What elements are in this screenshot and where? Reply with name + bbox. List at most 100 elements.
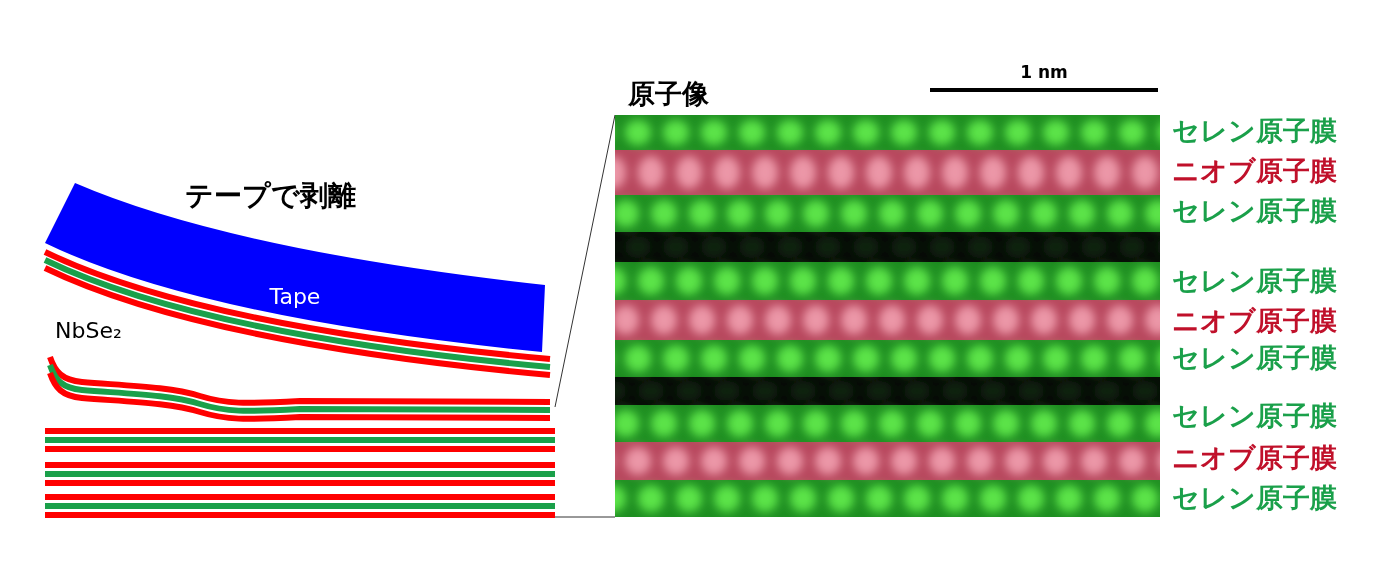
atom-column bbox=[1119, 236, 1145, 258]
atom-column bbox=[853, 447, 879, 474]
atom-column bbox=[625, 236, 651, 258]
atom-column bbox=[1081, 345, 1107, 372]
tape-label: Tape bbox=[270, 284, 321, 309]
atom-column bbox=[1157, 447, 1160, 474]
atom-column bbox=[676, 156, 702, 188]
atom-column bbox=[815, 447, 841, 474]
layer-label: セレン原子膜 bbox=[1172, 342, 1337, 373]
atom-column bbox=[615, 381, 626, 401]
atom-column bbox=[1132, 485, 1158, 512]
atom-column bbox=[967, 447, 993, 474]
atom-column bbox=[1107, 410, 1133, 437]
layer-label: ニオブ原子膜 bbox=[1172, 305, 1337, 336]
atom-column bbox=[1145, 306, 1160, 335]
atom-column bbox=[752, 381, 778, 401]
atom-column bbox=[651, 306, 677, 335]
atom-column bbox=[714, 267, 740, 294]
atom-column bbox=[1081, 236, 1107, 258]
atom-column bbox=[980, 156, 1006, 188]
atom-column bbox=[1157, 236, 1160, 258]
atom-column bbox=[853, 236, 879, 258]
atom-column bbox=[980, 485, 1006, 512]
atom-column bbox=[1056, 485, 1082, 512]
scale-bar bbox=[930, 88, 1158, 92]
atom-column bbox=[1005, 236, 1031, 258]
atom-column bbox=[841, 200, 867, 227]
atom-column bbox=[1094, 267, 1120, 294]
atom-column bbox=[676, 267, 702, 294]
atom-column bbox=[866, 267, 892, 294]
atom-column bbox=[891, 345, 917, 372]
atom-column bbox=[853, 120, 879, 145]
atom-column bbox=[689, 200, 715, 227]
atom-column bbox=[676, 485, 702, 512]
atom-column bbox=[942, 381, 968, 401]
atom-column bbox=[904, 156, 930, 188]
atom-column bbox=[701, 236, 727, 258]
atom-column bbox=[638, 156, 664, 188]
atom-column bbox=[993, 306, 1019, 335]
atom-band bbox=[615, 262, 1160, 300]
atom-column bbox=[1005, 345, 1031, 372]
atom-column bbox=[993, 200, 1019, 227]
atom-column bbox=[1069, 410, 1095, 437]
atom-column bbox=[663, 236, 689, 258]
atom-column bbox=[765, 306, 791, 335]
atom-column bbox=[967, 120, 993, 145]
atom-column bbox=[689, 306, 715, 335]
material-name: NbSe₂ bbox=[55, 318, 122, 343]
atom-column bbox=[1056, 381, 1082, 401]
atom-column bbox=[980, 267, 1006, 294]
atom-column bbox=[929, 120, 955, 145]
niobium-layer bbox=[45, 428, 555, 434]
atom-column bbox=[1119, 447, 1145, 474]
atom-column bbox=[1018, 381, 1044, 401]
atom-column bbox=[790, 267, 816, 294]
atom-column bbox=[1107, 306, 1133, 335]
atom-column bbox=[701, 120, 727, 145]
atom-column bbox=[942, 156, 968, 188]
atom-column bbox=[777, 236, 803, 258]
atom-column bbox=[942, 485, 968, 512]
layer-label: ニオブ原子膜 bbox=[1172, 155, 1337, 186]
atom-column bbox=[651, 200, 677, 227]
atom-column bbox=[1081, 447, 1107, 474]
atom-column bbox=[891, 120, 917, 145]
atom-column bbox=[689, 410, 715, 437]
atom-column bbox=[625, 120, 651, 145]
selenium-layer bbox=[45, 437, 555, 443]
atom-column bbox=[917, 306, 943, 335]
atom-column bbox=[1132, 381, 1158, 401]
atom-column bbox=[765, 200, 791, 227]
atom-column bbox=[1069, 200, 1095, 227]
atom-column bbox=[853, 345, 879, 372]
atom-column bbox=[815, 345, 841, 372]
atom-column bbox=[904, 267, 930, 294]
atom-column bbox=[891, 236, 917, 258]
atom-band bbox=[615, 340, 1160, 377]
atom-column bbox=[1081, 120, 1107, 145]
atom-column bbox=[676, 381, 702, 401]
atom-column bbox=[1145, 200, 1160, 227]
niobium-layer bbox=[45, 512, 555, 518]
atom-column bbox=[1119, 345, 1145, 372]
atom-column bbox=[803, 200, 829, 227]
atom-column bbox=[651, 410, 677, 437]
atom-column bbox=[929, 447, 955, 474]
atom-column bbox=[790, 156, 816, 188]
atom-column bbox=[777, 120, 803, 145]
atom-column bbox=[967, 345, 993, 372]
atom-column bbox=[1056, 267, 1082, 294]
atom-column bbox=[777, 345, 803, 372]
atom-column bbox=[1043, 345, 1069, 372]
atom-column bbox=[701, 345, 727, 372]
atomic-image-frame: 原子像 bbox=[615, 115, 1160, 517]
layer-label: セレン原子膜 bbox=[1172, 265, 1337, 296]
atom-column bbox=[638, 267, 664, 294]
atom-columns bbox=[615, 120, 1160, 512]
atom-column bbox=[739, 236, 765, 258]
niobium-layer bbox=[45, 480, 555, 486]
atom-column bbox=[942, 267, 968, 294]
atom-column bbox=[663, 447, 689, 474]
